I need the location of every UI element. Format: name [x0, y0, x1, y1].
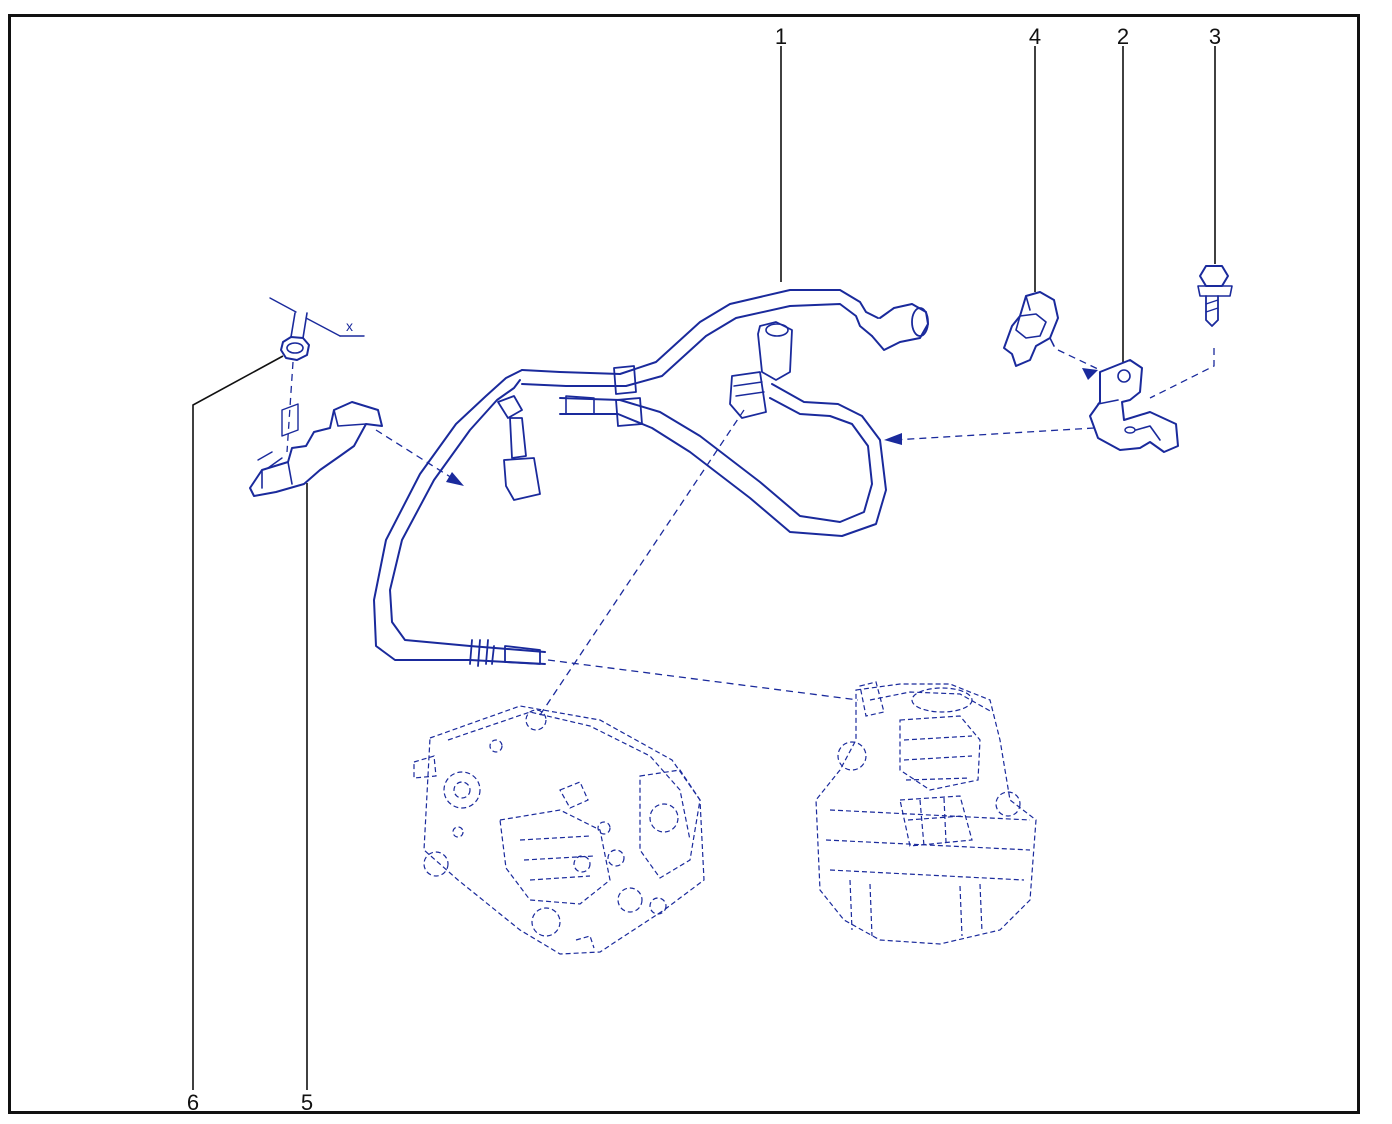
bracket-part-5: [249, 401, 383, 497]
callout-3: 3: [1209, 24, 1221, 49]
callout-4: 4: [1029, 24, 1041, 49]
bracket-part-2: [1089, 359, 1179, 453]
injection-pump-ghost: [413, 705, 705, 955]
drawing-frame: [8, 14, 1360, 1114]
assembly-guide-lines: [286, 348, 1215, 719]
arrowheads: [446, 368, 1098, 486]
callout-1: 1: [775, 24, 787, 49]
clip-part-4: [1003, 291, 1059, 367]
callout-6: 6: [187, 1090, 199, 1115]
nut-part-6: x: [269, 297, 365, 361]
bolt-part-3: [1197, 265, 1233, 327]
dimension-x-label: x: [346, 318, 353, 334]
fuel-filter-ghost: [815, 681, 1037, 945]
callout-2: 2: [1117, 24, 1129, 49]
callout-5: 5: [301, 1090, 313, 1115]
fuel-pipe-part-1: [373, 289, 929, 667]
leader-lines: [192, 46, 1216, 1090]
